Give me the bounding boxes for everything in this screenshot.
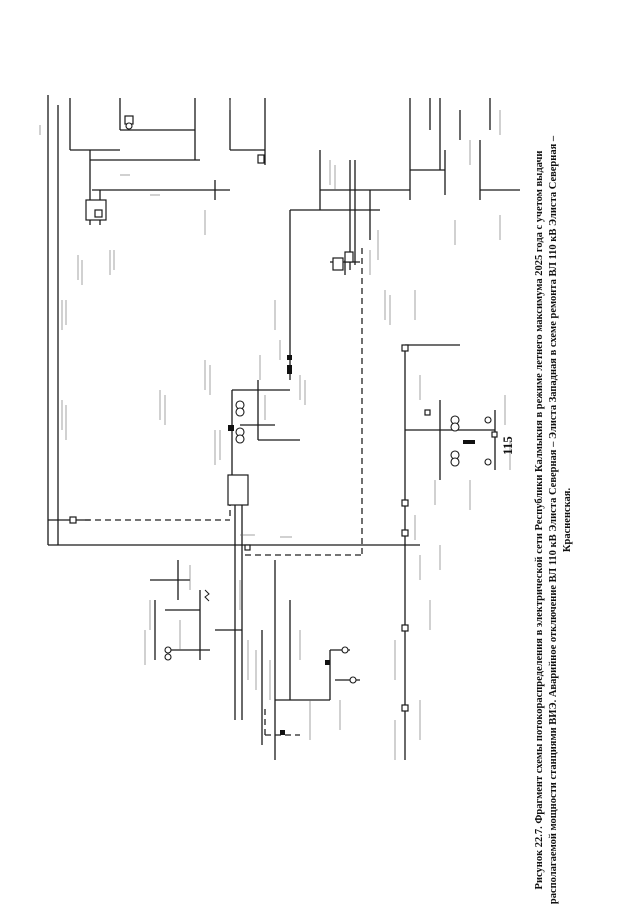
filled-marks [228,355,475,735]
caption-body: Фрагмент схемы потокораспределения в эле… [534,135,573,905]
figure-caption: Рисунок 22.7. Фрагмент схемы потокораспр… [533,130,589,910]
dashed-lines [85,248,363,736]
caption-label: Рисунок 22.7. [534,826,545,890]
switch-symbols [69,115,498,712]
reactor-symbol [204,589,210,602]
illegible-labels [39,100,511,760]
transformer-symbols [125,122,492,684]
caption-text: Рисунок 22.7. Фрагмент схемы потокораспр… [533,130,575,910]
network-lines [47,95,520,760]
page-number: 115 [500,436,515,455]
